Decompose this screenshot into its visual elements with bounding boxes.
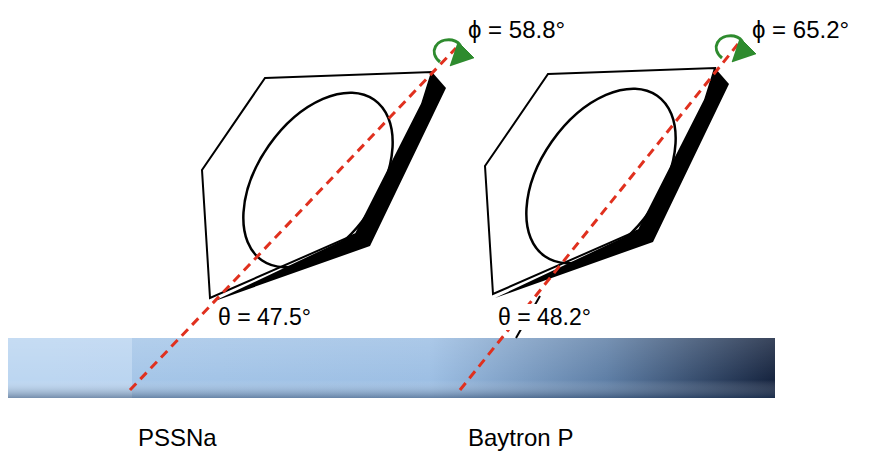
sample-label: PSSNa bbox=[136, 424, 219, 452]
theta-angle-label: θ = 48.2° bbox=[496, 304, 593, 330]
rotation-arrow bbox=[434, 40, 461, 62]
benzene-ring bbox=[485, 61, 729, 338]
phi-angle-label: ϕ = 65.2° bbox=[750, 16, 851, 44]
benzene-ring bbox=[202, 65, 446, 302]
theta-angle-label: θ = 47.5° bbox=[216, 304, 313, 330]
molecular-axis bbox=[460, 44, 738, 390]
phi-angle-label: ϕ = 58.8° bbox=[466, 16, 567, 44]
sample-label: Baytron P bbox=[466, 424, 575, 452]
molecular-axis bbox=[130, 48, 456, 390]
substrate-bar bbox=[8, 338, 775, 398]
rotation-arrow bbox=[716, 36, 743, 58]
